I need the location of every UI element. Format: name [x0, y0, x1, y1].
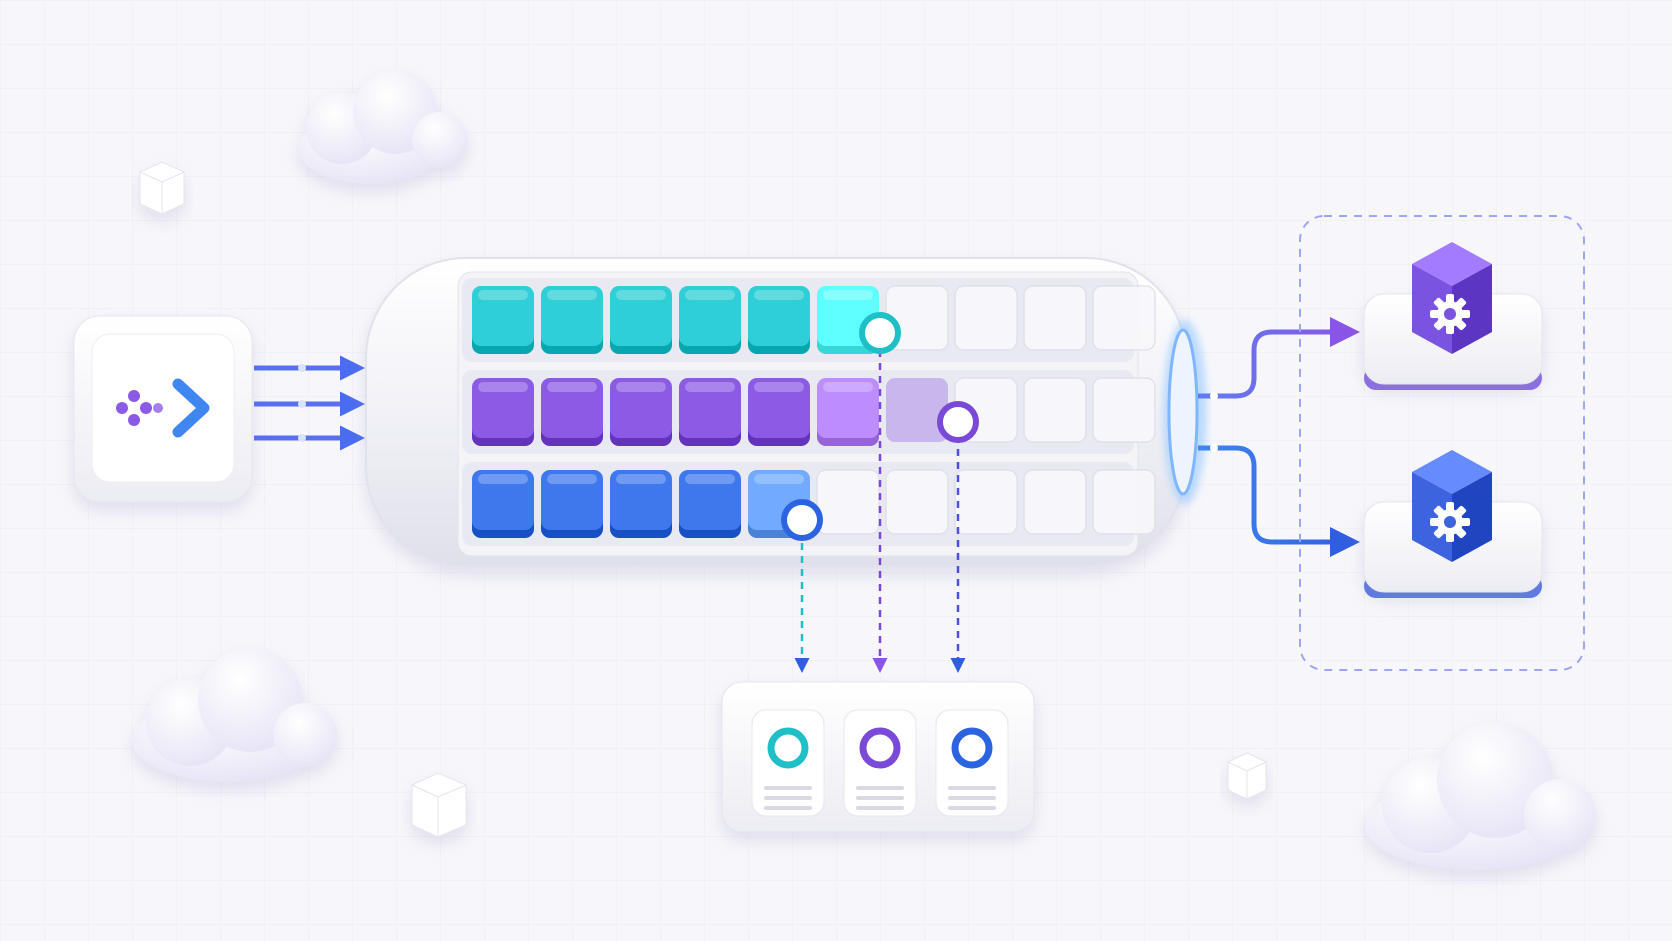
offset-marker-blue — [781, 499, 823, 541]
message-block-empty — [1023, 377, 1087, 443]
message-block-filled — [472, 286, 534, 354]
message-block-filled — [610, 378, 672, 446]
queue-lane-2 — [462, 370, 1156, 454]
offset-pin-icon — [767, 727, 809, 769]
offset-pin-icon — [859, 727, 901, 769]
offset-marker-purple — [937, 401, 979, 443]
offset-record-3 — [935, 709, 1009, 817]
message-block-partial — [886, 378, 948, 442]
message-block-empty — [1092, 377, 1156, 443]
message-block-empty — [1023, 285, 1087, 351]
message-block-empty — [1023, 469, 1087, 535]
small-cube-bottom-right — [1227, 752, 1267, 800]
message-block-filled — [679, 286, 741, 354]
gear-cube-icon — [1412, 450, 1492, 562]
message-block-empty — [885, 469, 949, 535]
queue-lane-1 — [462, 278, 1156, 362]
queue-end-cap — [1167, 328, 1199, 496]
small-cube-bottom-left — [411, 772, 467, 838]
message-block-empty — [954, 285, 1018, 351]
message-block-filled — [472, 470, 534, 538]
gear-cube-icon — [1412, 242, 1492, 354]
offset-record-2 — [843, 709, 917, 817]
offset-pointer-lines — [794, 350, 966, 673]
message-block-empty — [816, 469, 880, 535]
producer-card — [73, 315, 253, 503]
message-block-empty — [1092, 469, 1156, 535]
message-block-filled — [610, 470, 672, 538]
message-block-empty — [1092, 285, 1156, 351]
data-stream-arrow-icon — [116, 378, 210, 438]
message-block-filled — [679, 378, 741, 446]
queue-lanes — [462, 278, 1156, 546]
offset-record-1 — [751, 709, 825, 817]
offset-store-slots — [751, 709, 1009, 817]
queue-lane-3 — [462, 462, 1156, 546]
message-block-filled — [541, 286, 603, 354]
consumer-2 — [1363, 450, 1543, 598]
message-block-filled — [679, 470, 741, 538]
cloud-top-left — [298, 70, 468, 184]
consumer-1 — [1363, 242, 1543, 390]
routing-arrows — [1198, 317, 1360, 557]
input-flow-arrows — [254, 355, 365, 451]
message-block-empty — [954, 469, 1018, 535]
small-cube-top — [139, 161, 185, 215]
offset-marker-cyan — [859, 312, 901, 354]
cloud-bottom-left — [132, 648, 337, 782]
message-block-filled — [472, 378, 534, 446]
message-block-filled — [541, 378, 603, 446]
consumer-group — [1363, 242, 1543, 598]
message-block-filled — [748, 286, 810, 354]
message-block-filled — [610, 286, 672, 354]
message-block-filled — [817, 378, 879, 446]
offset-pin-icon — [951, 727, 993, 769]
message-block-filled — [748, 378, 810, 446]
cloud-bottom-right — [1365, 722, 1596, 870]
message-block-filled — [541, 470, 603, 538]
